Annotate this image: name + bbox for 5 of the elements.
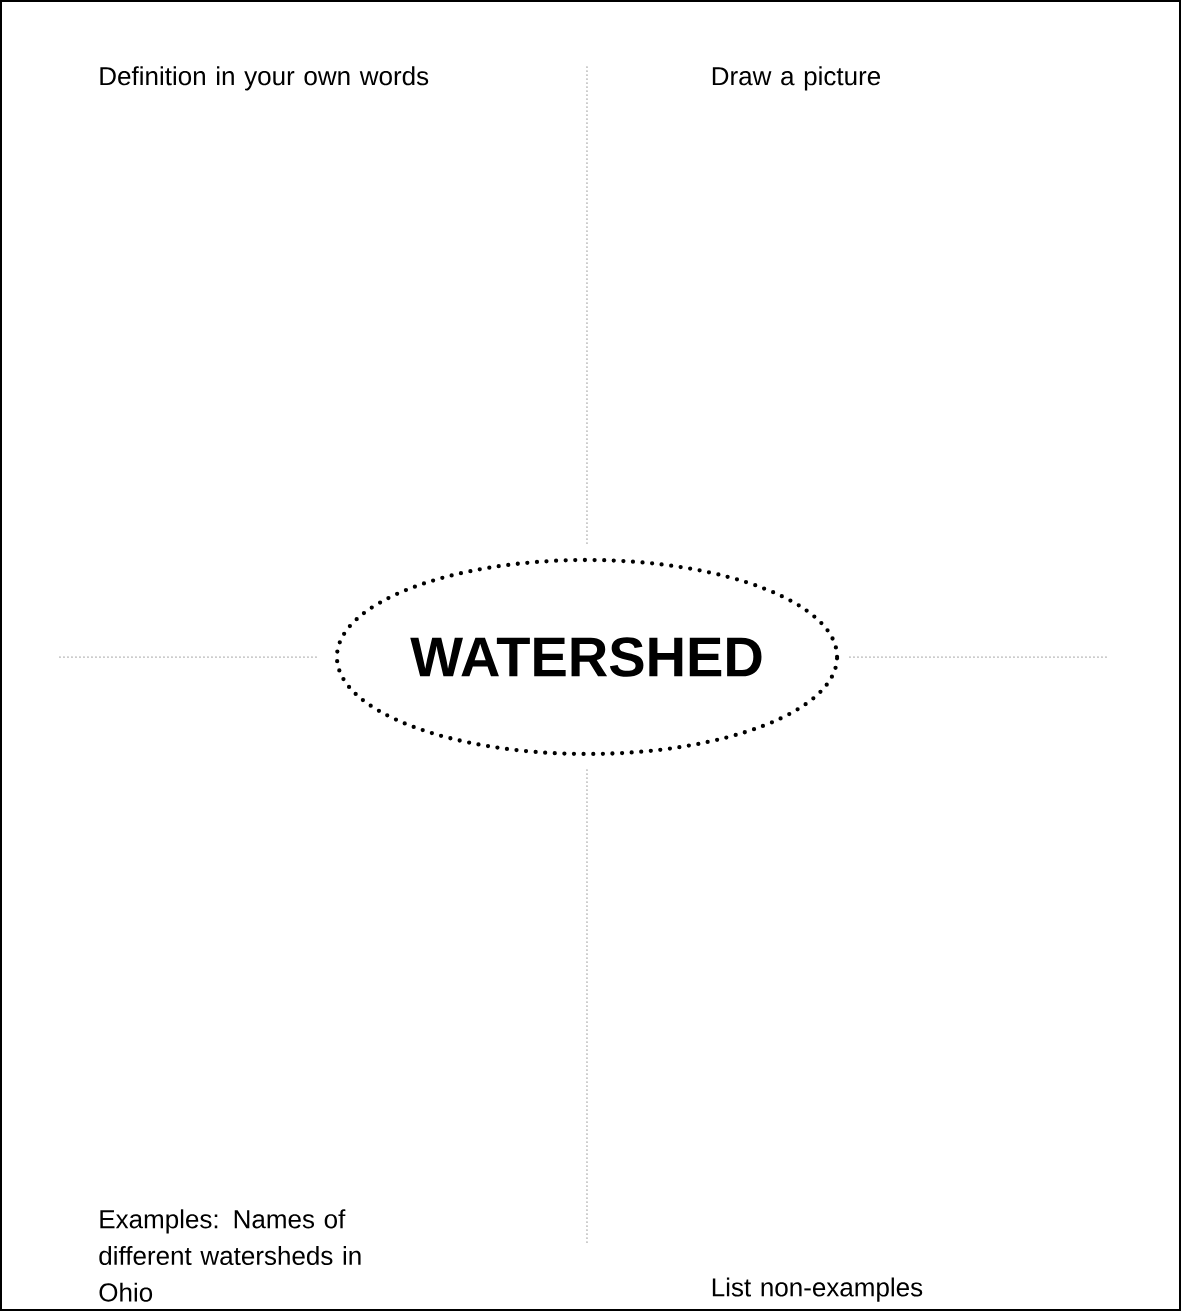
quadrant-prompt: List non-examples bbox=[712, 1277, 923, 1302]
quadrant-prompt: Draw a picture bbox=[712, 66, 881, 91]
quadrant-prompt: Definition in your own words bbox=[100, 66, 429, 91]
quadrant-prompt: Examples: Names of different watersheds in Ohio bbox=[99, 1209, 361, 1302]
concept-oval: WATERSHED bbox=[334, 557, 840, 757]
